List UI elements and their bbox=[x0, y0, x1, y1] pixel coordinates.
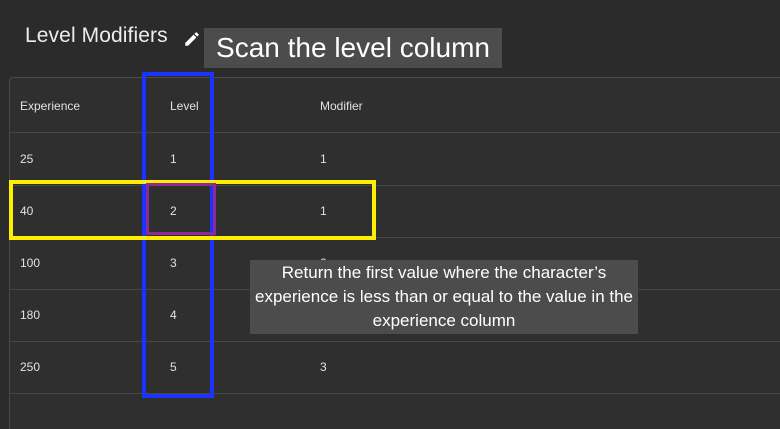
cell-level: 2 bbox=[170, 204, 177, 218]
table-row[interactable]: 25 1 1 bbox=[10, 133, 780, 186]
annotation-callout-middle: Return the first value where the charact… bbox=[250, 260, 638, 334]
cell-experience: 40 bbox=[20, 204, 34, 218]
cell-level: 5 bbox=[170, 360, 177, 374]
level-cell-highlight bbox=[146, 183, 216, 235]
cell-experience: 180 bbox=[20, 308, 41, 322]
level-modifiers-table: Experience Level Modifier 25 1 1 40 2 1 … bbox=[9, 77, 780, 429]
cell-level: 3 bbox=[170, 256, 177, 270]
cell-level: 1 bbox=[170, 152, 177, 166]
table-header-row: Experience Level Modifier bbox=[10, 80, 780, 133]
cell-experience: 100 bbox=[20, 256, 41, 270]
header-level: Level bbox=[170, 99, 199, 113]
cell-experience: 25 bbox=[20, 152, 34, 166]
cell-modifier: 1 bbox=[320, 204, 327, 218]
header-experience: Experience bbox=[20, 99, 81, 113]
table-row[interactable]: 40 2 1 bbox=[10, 185, 780, 238]
cell-level: 4 bbox=[170, 308, 177, 322]
header-modifier: Modifier bbox=[320, 99, 363, 113]
row-highlight bbox=[9, 180, 376, 240]
annotation-callout-top: Scan the level column bbox=[204, 28, 502, 68]
table-row[interactable]: 250 5 3 bbox=[10, 341, 780, 394]
level-column-highlight bbox=[142, 72, 214, 398]
pencil-icon[interactable] bbox=[183, 30, 201, 48]
page-title: Level Modifiers bbox=[25, 24, 168, 47]
cell-experience: 250 bbox=[20, 360, 41, 374]
cell-modifier: 1 bbox=[320, 152, 327, 166]
cell-modifier: 3 bbox=[320, 360, 327, 374]
